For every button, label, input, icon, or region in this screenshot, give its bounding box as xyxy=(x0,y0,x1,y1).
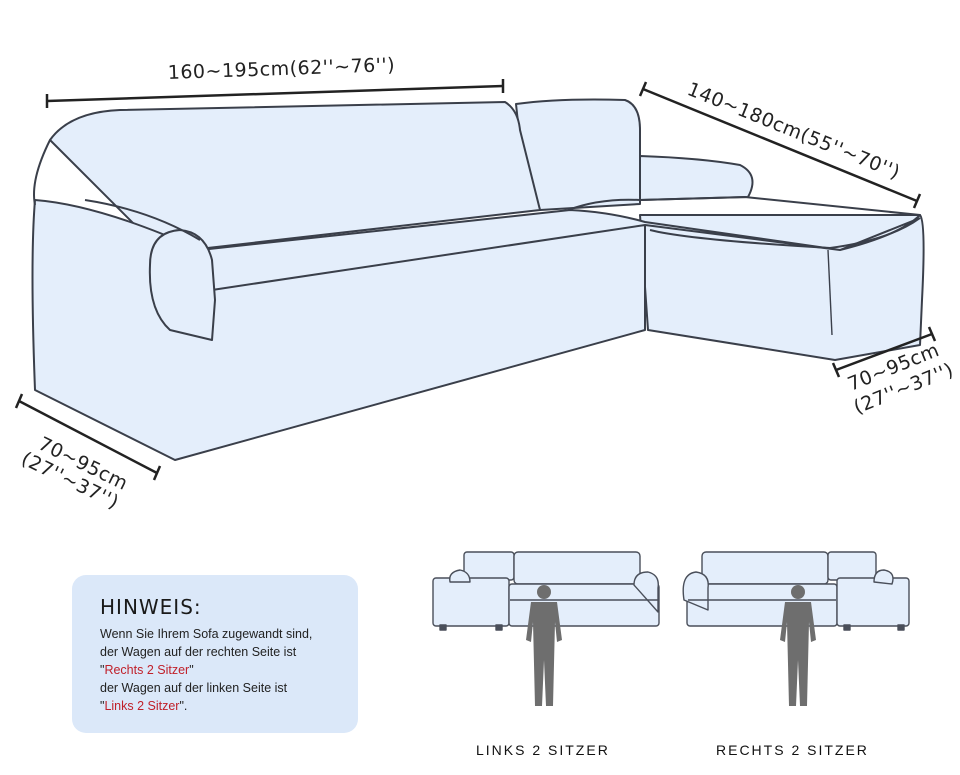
person-silhouette-right xyxy=(780,585,816,706)
links-2-sitzer-text: Links 2 Sitzer xyxy=(104,699,180,713)
dim-left-depth-tick-bottom xyxy=(152,465,162,481)
person-silhouette-left xyxy=(526,585,562,706)
chaise-front-edge xyxy=(649,217,921,249)
quote-close: " xyxy=(189,663,194,677)
chaise-seat-line xyxy=(567,196,921,216)
back-left xyxy=(49,101,541,251)
dim-left-depth-line xyxy=(18,399,158,475)
quote-open: " xyxy=(100,699,105,713)
note-line-3: "Rechts 2 Sitzer" xyxy=(100,661,344,679)
dim-chaise-length-tick-left xyxy=(638,81,648,97)
dim-main-length-line xyxy=(46,84,504,103)
note-title: HINWEIS: xyxy=(100,595,202,619)
note-box: HINWEIS: Wenn Sie Ihrem Sofa zugewandt s… xyxy=(72,575,358,733)
sofa-arm xyxy=(148,229,216,341)
large-sofa xyxy=(31,98,925,461)
caption-links-2-sitzer: LINKS 2 SITZER xyxy=(476,742,610,758)
dim-right-depth-line xyxy=(835,332,933,372)
note-line-1: Wenn Sie Ihrem Sofa zugewandt sind, xyxy=(100,627,313,641)
chaise-pleat xyxy=(827,249,833,336)
dim-left-depth-tick-top xyxy=(14,393,24,409)
quote-close: ". xyxy=(179,699,188,713)
quote-open: " xyxy=(100,663,105,677)
dim-main-length-label: 160~195cm(62''~76'') xyxy=(167,54,395,84)
chaise-back xyxy=(639,155,754,201)
dimension-lines xyxy=(14,79,937,481)
sofa-arm-back xyxy=(33,139,51,206)
dim-right-depth-tick-right xyxy=(927,326,937,342)
chaise-body xyxy=(639,214,925,361)
dim-chaise-length-line xyxy=(642,87,918,203)
note-line-5: "Links 2 Sitzer". xyxy=(100,697,344,715)
dim-right-depth-tick-left xyxy=(831,362,841,378)
arm-fold xyxy=(84,199,201,241)
rechts-2-sitzer-text: Rechts 2 Sitzer xyxy=(104,663,190,677)
caption-rechts-2-sitzer: RECHTS 2 SITZER xyxy=(716,742,869,758)
dim-chaise-length-tick-right xyxy=(912,193,922,209)
note-line-2: der Wagen auf der rechten Seite ist xyxy=(100,645,297,659)
note-line-4: der Wagen auf der linken Seite ist xyxy=(100,681,288,695)
